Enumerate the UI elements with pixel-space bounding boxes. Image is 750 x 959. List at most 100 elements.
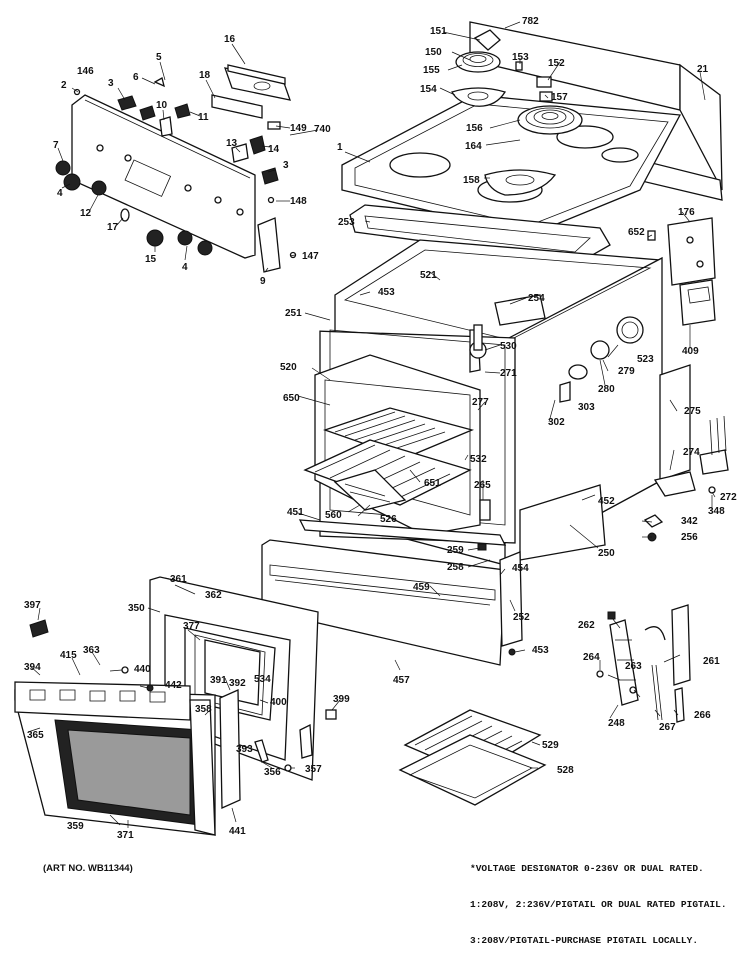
callout-label: 377 (183, 621, 200, 632)
callout-label: 371 (117, 830, 134, 841)
callout-label: 271 (500, 368, 517, 379)
callout-label: 11 (198, 112, 209, 123)
callout-label: 18 (199, 70, 211, 81)
callout-label: 526 (380, 514, 397, 525)
footnote-line: 1:208V, 2:236V/PIGTAIL OR DUAL RATED PIG… (470, 899, 727, 910)
callout-label: 252 (513, 612, 530, 623)
callout-label: 451 (287, 507, 304, 518)
callout-label: 782 (522, 16, 539, 27)
callout-label: 254 (528, 293, 545, 304)
callout-label: 2 (61, 80, 67, 91)
callout-label: 274 (683, 447, 700, 458)
callout-label: 16 (224, 34, 236, 45)
callout-label: 392 (229, 678, 246, 689)
range-exploded-parts-diagram: 1 2 3 3 4 4 5 6 7 9 10 11 12 13 14 15 16… (14, 16, 737, 841)
oven-door-assembly (14, 576, 337, 836)
callout-label: 258 (447, 562, 464, 573)
callout-label: 279 (618, 366, 635, 377)
callout-label: 13 (226, 138, 238, 149)
callout-labels: 1 2 3 3 4 4 5 6 7 9 10 11 12 13 14 15 16… (24, 16, 737, 841)
callout-label: 12 (80, 208, 92, 219)
callout-label: 148 (290, 196, 307, 207)
callout-label: 277 (472, 397, 489, 408)
callout-label: 362 (205, 590, 222, 601)
hinge-parts (596, 486, 716, 723)
callout-label: 399 (333, 694, 350, 705)
callout-label: 650 (283, 393, 300, 404)
callout-label: 409 (682, 346, 699, 357)
art-number: (ART NO. WB11344) (43, 863, 133, 874)
callout-label: 262 (578, 620, 595, 631)
callout-label: 440 (134, 664, 151, 675)
broiler-pan (398, 709, 547, 806)
callout-label: 457 (393, 675, 410, 686)
callout-label: 740 (314, 124, 331, 135)
callout-label: 259 (447, 545, 464, 556)
callout-label: 652 (628, 227, 645, 238)
callout-label: 156 (466, 123, 483, 134)
callout-label: 4 (57, 188, 63, 199)
callout-label: 651 (424, 478, 441, 489)
callout-label: 15 (145, 254, 157, 265)
callout-label: 1 (337, 142, 343, 153)
callout-label: 153 (512, 52, 529, 63)
footnote-line: *VOLTAGE DESIGNATOR 0-236V OR DUAL RATED… (470, 863, 704, 874)
callout-label: 534 (254, 674, 271, 685)
callout-label: 253 (338, 217, 355, 228)
callout-label: 256 (681, 532, 698, 543)
callout-label: 453 (378, 287, 395, 298)
leader-lines (27, 21, 716, 828)
callout-label: 363 (83, 645, 100, 656)
callout-label: 158 (463, 175, 480, 186)
callout-label: 14 (268, 144, 280, 155)
footnote-line: 3:208V/PIGTAIL-PURCHASE PIGTAIL LOCALLY. (470, 935, 699, 946)
callout-label: 365 (27, 730, 44, 741)
callout-label: 264 (583, 652, 600, 663)
callout-label: 10 (156, 100, 168, 111)
callout-label: 361 (170, 574, 187, 585)
callout-label: 530 (500, 341, 517, 352)
callout-label: 523 (637, 354, 654, 365)
callout-label: 357 (305, 764, 322, 775)
callout-label: 359 (67, 821, 84, 832)
callout-label: 21 (697, 64, 709, 75)
callout-label: 394 (24, 662, 41, 673)
callout-label: 267 (659, 722, 676, 733)
callout-label: 151 (430, 26, 447, 37)
callout-label: 157 (551, 92, 568, 103)
callout-label: 6 (133, 72, 139, 83)
callout-label: 521 (420, 270, 437, 281)
callout-label: 397 (24, 600, 41, 611)
storage-drawer (261, 519, 523, 666)
callout-label: 529 (542, 740, 559, 751)
callout-label: 303 (578, 402, 595, 413)
callout-label: 358 (195, 704, 212, 715)
callout-label: 266 (694, 710, 711, 721)
callout-label: 454 (512, 563, 529, 574)
callout-label: 532 (470, 454, 487, 465)
callout-label: 452 (598, 496, 615, 507)
callout-label: 272 (720, 492, 737, 503)
oven-liner-and-racks (303, 324, 491, 536)
callout-label: 528 (557, 765, 574, 776)
callout-label: 3 (283, 160, 289, 171)
callout-label: 9 (260, 276, 266, 287)
callout-label: 356 (264, 767, 281, 778)
callout-label: 155 (423, 65, 440, 76)
callout-label: 17 (107, 222, 119, 233)
callout-label: 263 (625, 661, 642, 672)
callout-label: 176 (678, 207, 695, 218)
callout-label: 265 (474, 480, 491, 491)
callout-label: 3 (108, 78, 114, 89)
callout-label: 149 (290, 123, 307, 134)
callout-label: 520 (280, 362, 297, 373)
callout-label: 393 (236, 744, 253, 755)
callout-label: 5 (156, 52, 162, 63)
callout-label: 415 (60, 650, 77, 661)
callout-label: 400 (270, 697, 287, 708)
callout-label: 147 (302, 251, 319, 262)
callout-label: 250 (598, 548, 615, 559)
callout-label: 441 (229, 826, 246, 837)
callout-label: 150 (425, 47, 442, 58)
control-panel-assembly (55, 64, 297, 273)
